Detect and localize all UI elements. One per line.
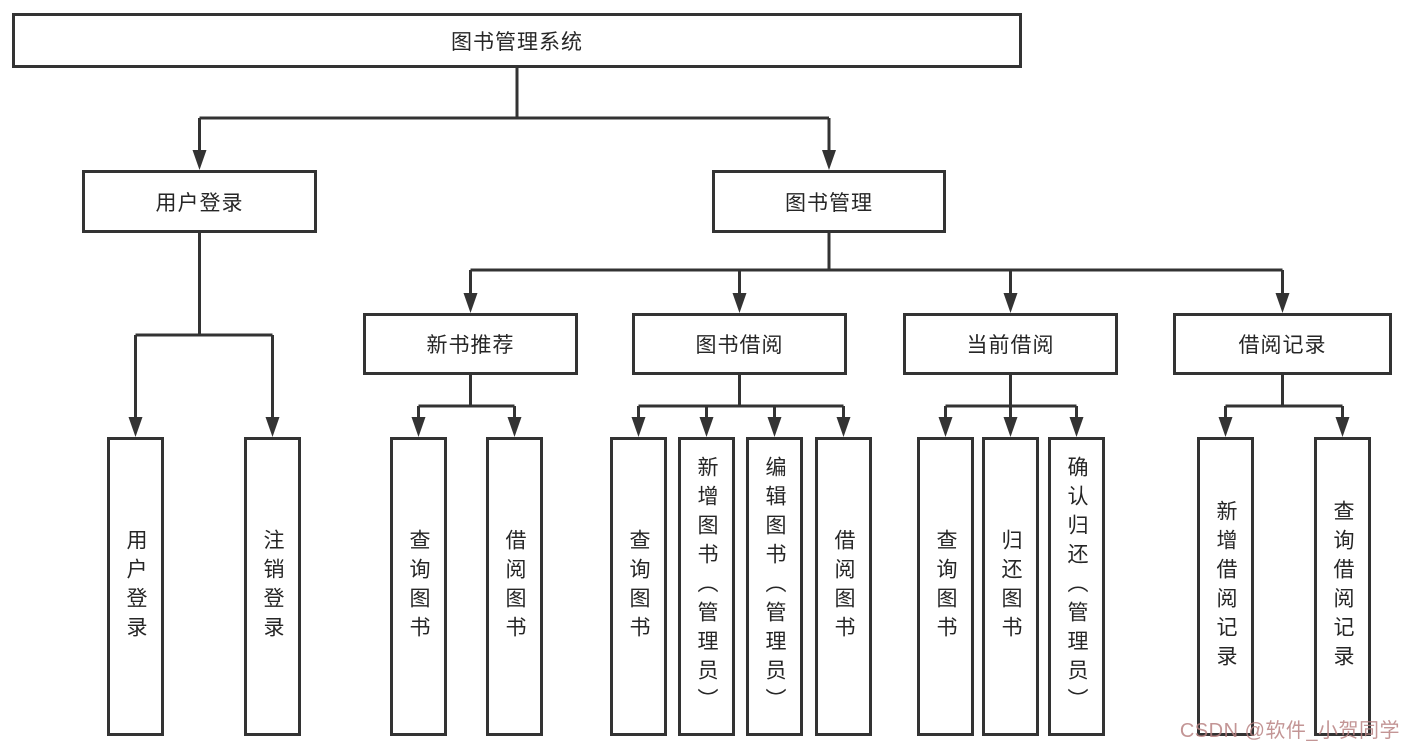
node-current-borrowing: 当前借阅 bbox=[903, 313, 1118, 375]
node-book-borrowing: 图书借阅 bbox=[632, 313, 847, 375]
leaf-return-books: 归还图书 bbox=[982, 437, 1039, 736]
leaf-label: 查询图书 bbox=[407, 528, 430, 645]
leaf-edit-books-admin: 编辑图书（管理员） bbox=[746, 437, 803, 736]
watermark: CSDN @软件_小贺同学 bbox=[1179, 720, 1400, 742]
leaf-user-login: 用户登录 bbox=[107, 437, 164, 736]
leaf-query-borrow-record: 查询借阅记录 bbox=[1314, 437, 1371, 736]
leaf-label: 编辑图书（管理员） bbox=[763, 456, 786, 717]
node-new-book-recommend: 新书推荐 bbox=[363, 313, 578, 375]
leaf-label: 查询借阅记录 bbox=[1331, 499, 1354, 674]
leaf-query-books-1: 查询图书 bbox=[390, 437, 447, 736]
node-root: 图书管理系统 bbox=[12, 13, 1022, 68]
leaf-label: 借阅图书 bbox=[832, 528, 855, 645]
leaf-add-borrow-record: 新增借阅记录 bbox=[1197, 437, 1254, 736]
node-user-login: 用户登录 bbox=[82, 170, 317, 233]
leaf-logout-login: 注销登录 bbox=[244, 437, 301, 736]
leaf-label: 新增图书（管理员） bbox=[695, 456, 718, 717]
leaf-borrow-books-2: 借阅图书 bbox=[815, 437, 872, 736]
leaf-borrow-books-1: 借阅图书 bbox=[486, 437, 543, 736]
leaf-label: 用户登录 bbox=[124, 528, 147, 645]
leaf-label: 借阅图书 bbox=[503, 528, 526, 645]
leaf-label: 新增借阅记录 bbox=[1214, 499, 1237, 674]
leaf-query-books-2: 查询图书 bbox=[610, 437, 667, 736]
leaf-label: 归还图书 bbox=[999, 528, 1022, 645]
leaf-query-books-3: 查询图书 bbox=[917, 437, 974, 736]
leaf-label: 查询图书 bbox=[934, 528, 957, 645]
node-borrowing-records: 借阅记录 bbox=[1173, 313, 1392, 375]
node-book-management: 图书管理 bbox=[712, 170, 946, 233]
leaf-label: 查询图书 bbox=[627, 528, 650, 645]
leaf-confirm-return-admin: 确认归还（管理员） bbox=[1048, 437, 1105, 736]
leaf-label: 注销登录 bbox=[261, 528, 284, 645]
leaf-add-books-admin: 新增图书（管理员） bbox=[678, 437, 735, 736]
leaf-label: 确认归还（管理员） bbox=[1065, 456, 1088, 717]
